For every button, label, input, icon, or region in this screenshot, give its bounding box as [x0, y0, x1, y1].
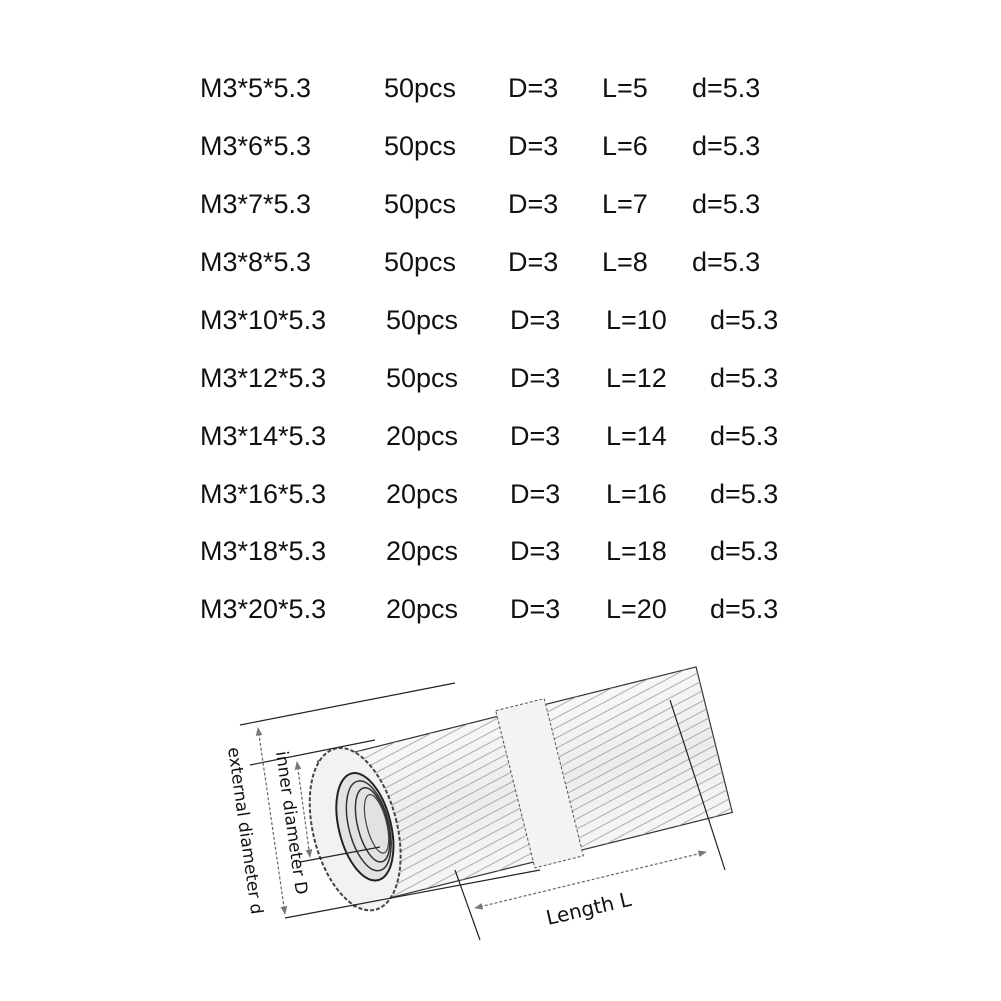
- qty-cell: 20pcs: [386, 479, 459, 509]
- table-row: M3*8*5.3 50pcs D=3 L=8 d=5.3: [0, 242, 1001, 282]
- model-cell: M3*7*5.3: [200, 189, 312, 219]
- table-row: M3*7*5.3 50pcs D=3 L=7 d=5.3: [0, 184, 1001, 224]
- inner-diameter-cell: D=3: [508, 73, 559, 103]
- inner-diameter-cell: D=3: [510, 305, 561, 335]
- inner-diameter-cell: D=3: [508, 131, 559, 161]
- dimension-lines: [239, 682, 726, 941]
- model-cell: M3*14*5.3: [200, 421, 327, 451]
- table-row: M3*12*5.3 50pcs D=3 L=12 d=5.3: [0, 358, 1001, 398]
- external-diameter-cell: d=5.3: [692, 247, 761, 277]
- external-diameter-cell: d=5.3: [710, 363, 779, 393]
- length-cell: L=10: [606, 305, 667, 335]
- model-cell: M3*18*5.3: [200, 536, 327, 566]
- inner-diameter-cell: D=3: [508, 247, 559, 277]
- qty-cell: 50pcs: [386, 305, 459, 335]
- external-diameter-cell: d=5.3: [710, 305, 779, 335]
- external-diameter-cell: d=5.3: [692, 131, 761, 161]
- qty-cell: 50pcs: [384, 247, 457, 277]
- insert-nut-body: [308, 666, 734, 912]
- external-diameter-cell: d=5.3: [710, 421, 779, 451]
- external-diameter-label: external diameter d: [223, 746, 266, 916]
- qty-cell: 20pcs: [386, 421, 459, 451]
- table-row: M3*16*5.3 20pcs D=3 L=16 d=5.3: [0, 474, 1001, 514]
- inner-diameter-cell: D=3: [510, 536, 561, 566]
- length-cell: L=16: [606, 479, 667, 509]
- qty-cell: 50pcs: [384, 131, 457, 161]
- external-diameter-cell: d=5.3: [692, 73, 761, 103]
- length-cell: L=6: [602, 131, 648, 161]
- length-label: Length L: [544, 887, 635, 930]
- model-cell: M3*10*5.3: [200, 305, 327, 335]
- inner-diameter-cell: D=3: [510, 421, 561, 451]
- model-cell: M3*12*5.3: [200, 363, 327, 393]
- length-cell: L=5: [602, 73, 648, 103]
- length-cell: L=20: [606, 594, 667, 624]
- inner-diameter-cell: D=3: [510, 594, 561, 624]
- qty-cell: 20pcs: [386, 594, 459, 624]
- table-row: M3*5*5.3 50pcs D=3 L=5 d=5.3: [0, 68, 1001, 108]
- length-cell: L=12: [606, 363, 667, 393]
- inner-diameter-cell: D=3: [508, 189, 559, 219]
- external-diameter-cell: d=5.3: [692, 189, 761, 219]
- external-diameter-cell: d=5.3: [710, 594, 779, 624]
- qty-cell: 50pcs: [386, 363, 459, 393]
- external-diameter-cell: d=5.3: [710, 536, 779, 566]
- table-row: M3*18*5.3 20pcs D=3 L=18 d=5.3: [0, 531, 1001, 571]
- inner-diameter-cell: D=3: [510, 479, 561, 509]
- length-cell: L=18: [606, 536, 667, 566]
- model-cell: M3*8*5.3: [200, 247, 312, 277]
- qty-cell: 50pcs: [384, 189, 457, 219]
- qty-cell: 20pcs: [386, 536, 459, 566]
- table-row: M3*14*5.3 20pcs D=3 L=14 d=5.3: [0, 416, 1001, 456]
- length-cell: L=8: [602, 247, 648, 277]
- model-cell: M3*5*5.3: [200, 73, 312, 103]
- model-cell: M3*16*5.3: [200, 479, 327, 509]
- external-diameter-cell: d=5.3: [710, 479, 779, 509]
- table-row: M3*20*5.3 20pcs D=3 L=20 d=5.3: [0, 589, 1001, 629]
- length-cell: L=7: [602, 189, 648, 219]
- model-cell: M3*20*5.3: [200, 594, 327, 624]
- table-row: M3*10*5.3 50pcs D=3 L=10 d=5.3: [0, 300, 1001, 340]
- length-cell: L=14: [606, 421, 667, 451]
- qty-cell: 50pcs: [384, 73, 457, 103]
- model-cell: M3*6*5.3: [200, 131, 312, 161]
- inner-diameter-cell: D=3: [510, 363, 561, 393]
- table-row: M3*6*5.3 50pcs D=3 L=6 d=5.3: [0, 126, 1001, 166]
